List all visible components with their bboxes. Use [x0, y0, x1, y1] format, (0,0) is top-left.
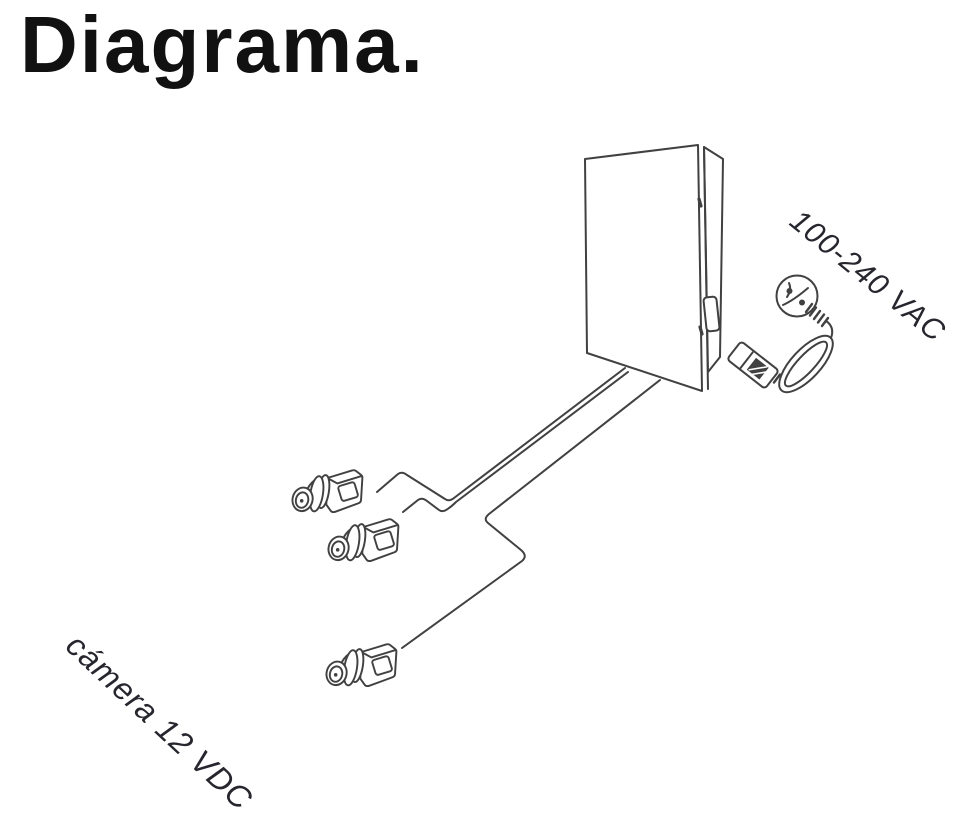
dc-camera-voltage-label: cámera 12 VDC	[59, 627, 260, 817]
camera-1-icon	[289, 469, 364, 515]
ac-voltage-label: 100-240 VAC	[784, 204, 952, 349]
camera-3-icon	[323, 643, 398, 689]
power-supply-enclosure-icon	[584, 144, 724, 392]
cable-to-camera-2	[402, 371, 629, 513]
line-art	[289, 144, 834, 689]
cable-to-camera-3	[401, 379, 661, 649]
camera-2-icon	[325, 518, 400, 564]
page-title: Diagrama.	[20, 0, 425, 89]
dc-power-cables	[376, 367, 661, 649]
cable-to-camera-1	[376, 367, 626, 502]
ac-power-cord-icon	[727, 274, 834, 394]
